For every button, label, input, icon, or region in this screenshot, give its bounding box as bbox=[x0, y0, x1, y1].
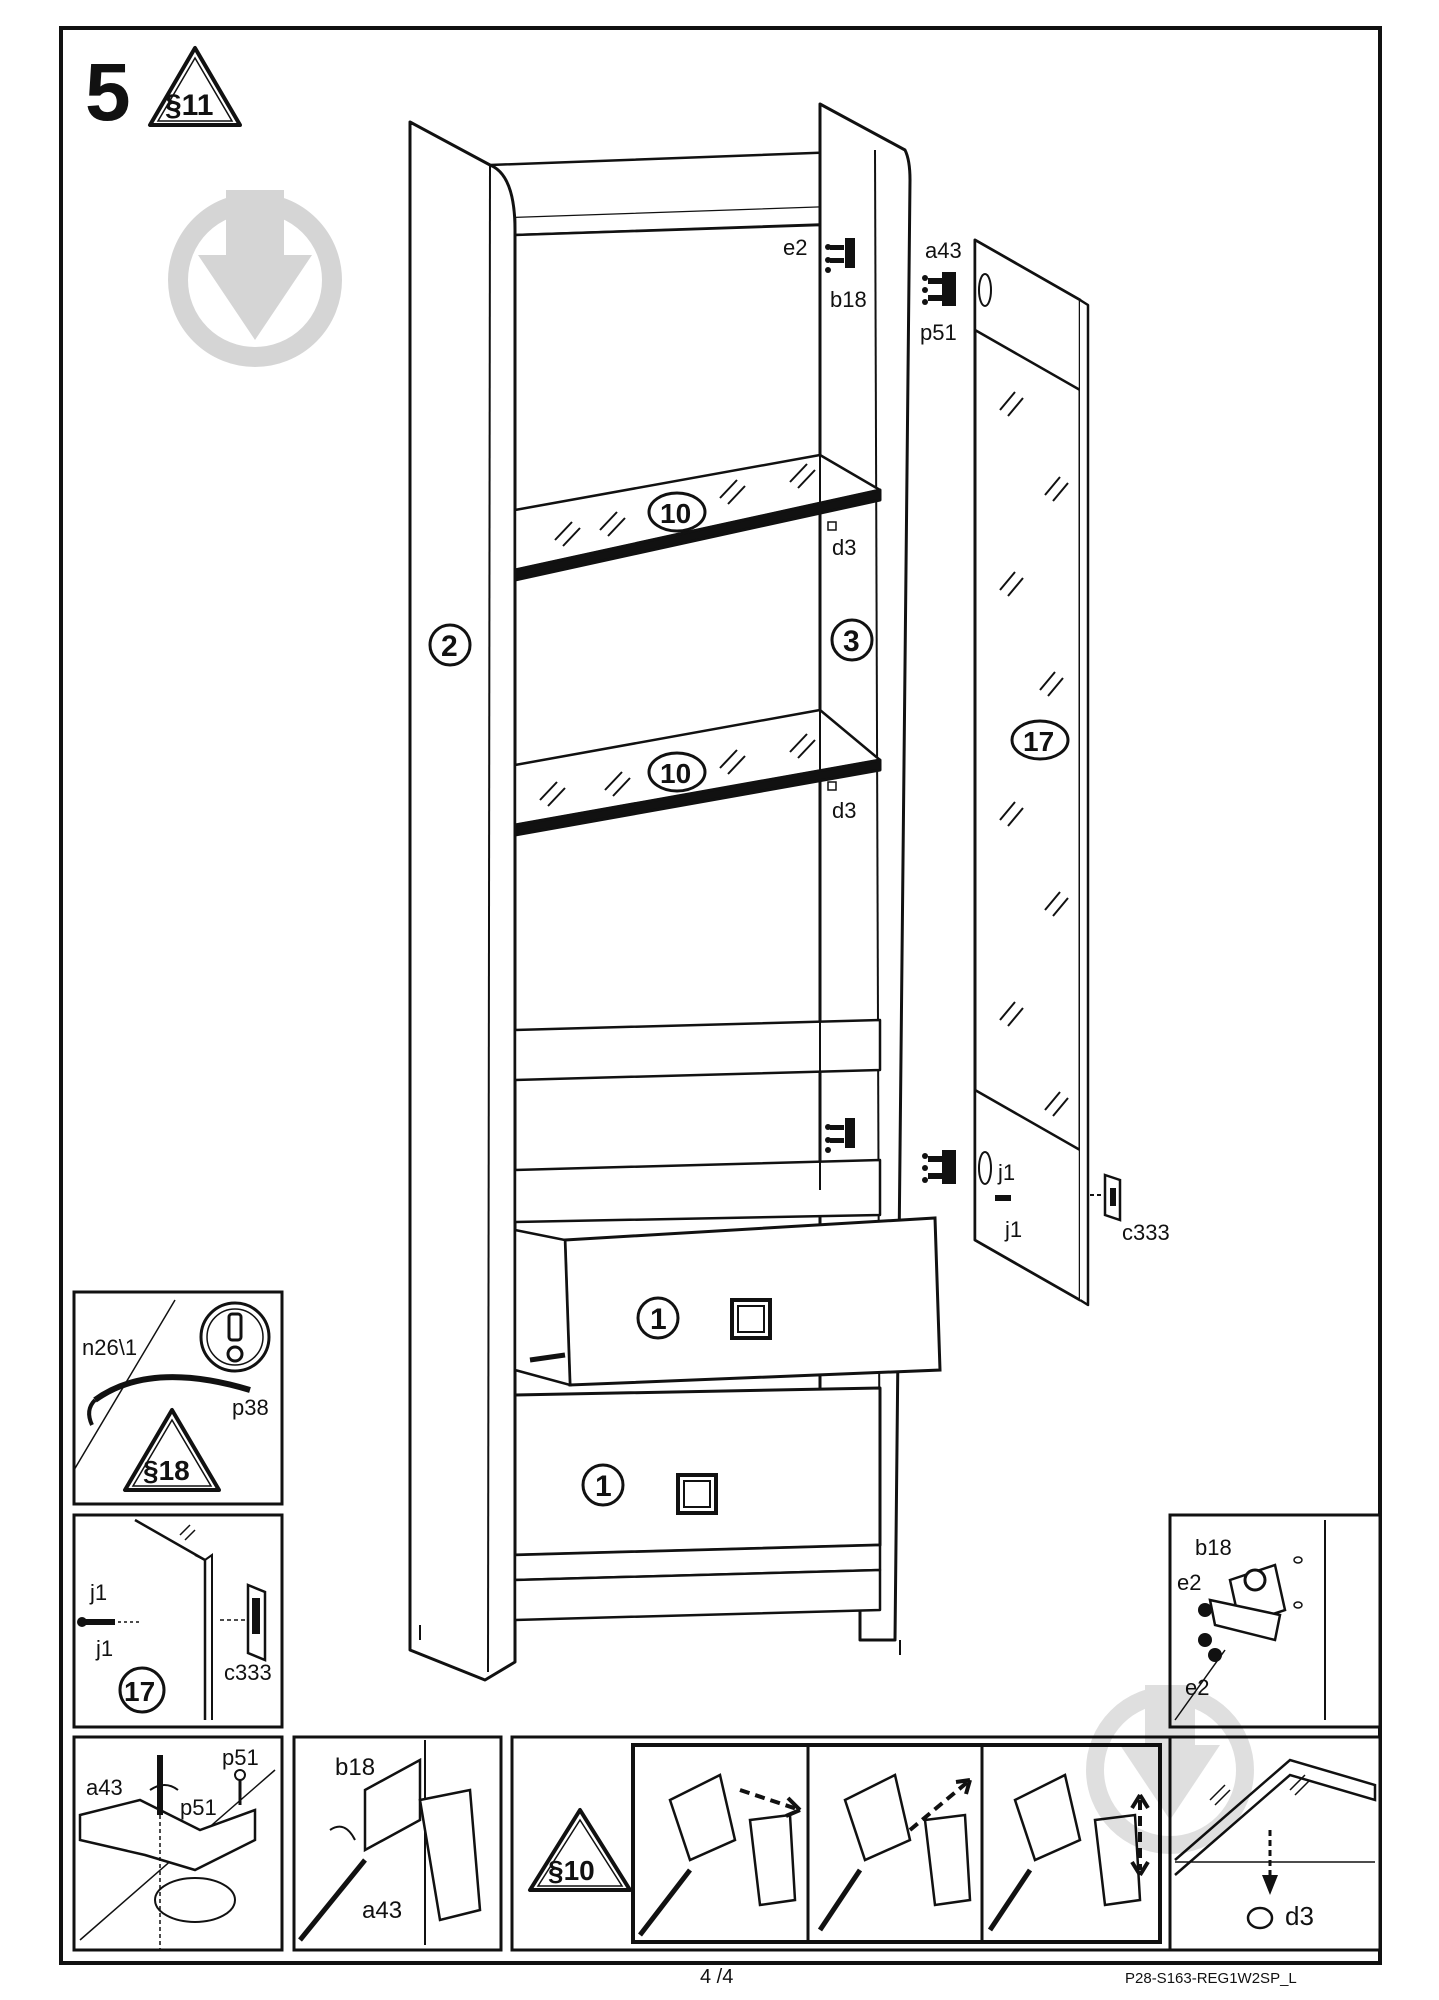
watermark-icon bbox=[168, 190, 342, 367]
inset-hinge-mount: a43 p51 p51 bbox=[72, 1735, 284, 1952]
inset-cable-tie: n26\1 p38 §18 bbox=[72, 1290, 284, 1506]
step-number: 5 bbox=[85, 47, 131, 138]
label-drawer-upper: 1 bbox=[650, 1303, 667, 1336]
inset-door-catch-pin-top: j1 bbox=[89, 1580, 107, 1605]
inset-hinge-attach-a43: a43 bbox=[362, 1897, 402, 1924]
side-panel-left bbox=[408, 120, 517, 1682]
label-door: 17 bbox=[1023, 726, 1054, 757]
fitting-a43: a43 bbox=[925, 238, 962, 263]
inset-shelf-pin: d3 bbox=[1168, 1735, 1382, 1952]
circle-side-left bbox=[428, 623, 472, 667]
fitting-e2: e2 bbox=[783, 235, 807, 260]
circle-shelf-upper bbox=[647, 491, 707, 533]
page-frame bbox=[59, 26, 1382, 1965]
door-hinge-lower bbox=[922, 1150, 1011, 1201]
inset-cable-tie-part: n26\1 bbox=[82, 1335, 137, 1360]
page-number: 4 /4 bbox=[700, 1966, 734, 1988]
inset-shelf-pin-d3: d3 bbox=[1285, 1901, 1314, 1931]
inset-hinge-attach: b18 a43 bbox=[292, 1735, 503, 1952]
shelf-pin-hole-upper bbox=[827, 521, 837, 531]
inset-hinge-mount-p51-right: p51 bbox=[222, 1745, 259, 1770]
cabinet bbox=[408, 102, 912, 1682]
label-side-left: 2 bbox=[441, 630, 458, 663]
arrow-icon bbox=[739, 1778, 1142, 1870]
fitting-j1-upper: j1 bbox=[997, 1160, 1015, 1185]
label-shelf-lower: 10 bbox=[660, 758, 691, 789]
inset-hinge-mount-p51-left: p51 bbox=[180, 1795, 217, 1820]
inset-door-catch: j1 j1 c333 17 bbox=[72, 1513, 284, 1729]
label-drawer-lower: 1 bbox=[595, 1470, 612, 1503]
hinge-plate-upper bbox=[825, 238, 855, 273]
fitting-d3-lower: d3 bbox=[832, 798, 856, 823]
drawer-lower bbox=[513, 1386, 882, 1557]
inset-door-catch-pin-bottom: j1 bbox=[95, 1636, 113, 1661]
circle-drawer-upper bbox=[636, 1296, 680, 1340]
inset-hinge-mount-a43: a43 bbox=[86, 1775, 123, 1800]
door-catch bbox=[1090, 1173, 1122, 1222]
circle-shelf-lower bbox=[647, 751, 707, 793]
warning-triangle-icon: §11 bbox=[148, 46, 242, 127]
screwdriver-icon bbox=[638, 1868, 1033, 1937]
label-side-right: 3 bbox=[843, 625, 860, 658]
watermark-icon bbox=[1086, 1685, 1254, 1854]
drawer-upper bbox=[513, 1216, 942, 1387]
inset-cable-tie-screw: p38 bbox=[232, 1395, 269, 1420]
fitting-j1-lower: j1 bbox=[1004, 1217, 1022, 1242]
circle-drawer-lower bbox=[581, 1463, 625, 1507]
glass-hatch-door bbox=[999, 391, 1069, 1117]
circle-door bbox=[1010, 719, 1070, 761]
hinge-plate-lower bbox=[825, 1118, 855, 1153]
fitting-p51: p51 bbox=[920, 320, 957, 345]
attention-icon bbox=[199, 1301, 271, 1373]
inset-door-catch-catch: c333 bbox=[224, 1660, 272, 1685]
inset-hinge-attach-b18: b18 bbox=[335, 1754, 375, 1781]
door-hinge-upper bbox=[922, 272, 956, 306]
fitting-d3-upper: d3 bbox=[832, 535, 856, 560]
inset-hinge-adjust: §10 bbox=[510, 1735, 1172, 1952]
fitting-b18: b18 bbox=[830, 287, 867, 312]
inset-hinge-plate-e2-top: e2 bbox=[1177, 1570, 1201, 1595]
step-rule-sign: §11 bbox=[165, 89, 213, 122]
glass-hatch-shelves bbox=[539, 463, 816, 807]
inset-hinge-adjust-rule: §10 bbox=[548, 1855, 595, 1886]
label-shelf-upper: 10 bbox=[660, 498, 691, 529]
inset-cable-tie-rule: §18 bbox=[143, 1455, 190, 1486]
shelf-pin-hole-lower bbox=[827, 781, 837, 791]
document-code: P28-S163-REG1W2SP_L bbox=[1125, 1970, 1297, 1987]
inset-hinge-plate-b18: b18 bbox=[1195, 1535, 1232, 1560]
circle-side-right bbox=[830, 618, 874, 662]
inset-hinge-plate-e2-bottom: e2 bbox=[1185, 1675, 1209, 1700]
fitting-c333: c333 bbox=[1122, 1220, 1170, 1245]
inset-door-catch-door: 17 bbox=[124, 1676, 155, 1707]
inset-hinge-plate: b18 e2 e2 bbox=[1168, 1513, 1382, 1729]
glass-door bbox=[973, 238, 1090, 1307]
